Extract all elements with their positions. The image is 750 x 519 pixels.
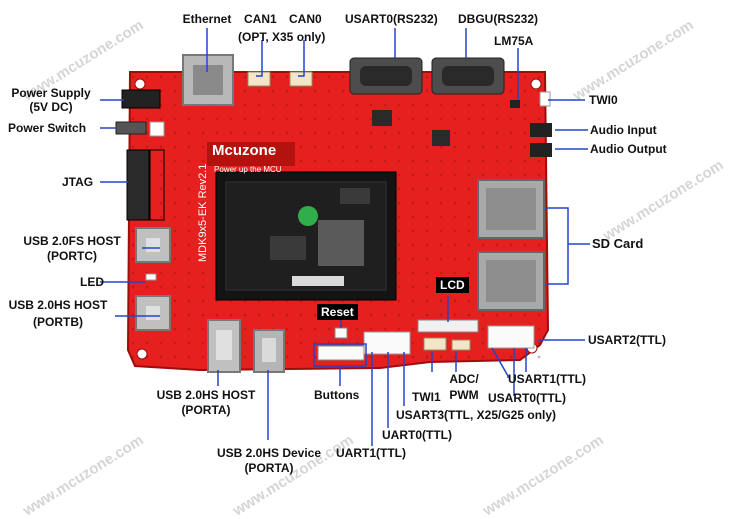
label-usart3-ttl: USART3(TTL, X25/G25 only) bbox=[396, 408, 557, 422]
label-led: LED bbox=[80, 275, 104, 289]
board-model: MDK9x5-EK Rev2.1 bbox=[197, 163, 209, 262]
power-switch bbox=[115, 121, 147, 135]
label-audio-input: Audio Input bbox=[590, 123, 657, 137]
board-tagline: Power up the MCU bbox=[214, 165, 282, 174]
label-lcd: LCD bbox=[436, 277, 469, 293]
label-usb-hs-device-port: (PORTA) bbox=[244, 461, 294, 475]
label-can-note: (OPT, X35 only) bbox=[238, 30, 326, 44]
label-lm75a: LM75A bbox=[494, 34, 534, 48]
audio-input-jack bbox=[530, 123, 552, 137]
label-ethernet: Ethernet bbox=[182, 12, 232, 26]
label-can0: CAN0 bbox=[289, 12, 322, 26]
label-adc: ADC/ bbox=[449, 372, 479, 386]
label-can1: CAN1 bbox=[244, 12, 277, 26]
label-usart0-rs232: USART0(RS232) bbox=[345, 12, 438, 26]
lm75a-chip bbox=[510, 100, 520, 108]
label-power-supply: Power Supply bbox=[11, 86, 91, 100]
label-usart0-ttl: USART0(TTL) bbox=[488, 391, 566, 405]
label-usb-hs-host-a: USB 2.0HS HOST bbox=[156, 388, 256, 402]
label-jtag: JTAG bbox=[62, 175, 94, 189]
label-uart1-ttl: UART1(TTL) bbox=[336, 446, 406, 460]
uart-headers-right bbox=[487, 325, 535, 349]
label-usb-hs-host-b: USB 2.0HS HOST bbox=[8, 298, 108, 312]
usb-hs-device-connector bbox=[253, 329, 285, 373]
can0-connector bbox=[289, 71, 313, 87]
logo-plate bbox=[207, 142, 295, 166]
jtag-header bbox=[126, 149, 150, 221]
uart-headers-left bbox=[363, 331, 411, 355]
buttons-block bbox=[317, 345, 365, 361]
usb-fs-host-connector bbox=[135, 227, 171, 263]
label-dbgu-rs232: DBGU(RS232) bbox=[458, 12, 539, 26]
label-usb-hs-device: USB 2.0HS Device bbox=[216, 446, 322, 460]
label-usb-hs-host-b-port: (PORTB) bbox=[33, 315, 83, 329]
twi0-header bbox=[539, 91, 551, 107]
label-usb-fs-host: USB 2.0FS HOST bbox=[23, 234, 121, 248]
label-usart2-ttl: USART2(TTL) bbox=[588, 333, 666, 347]
label-twi1: TWI1 bbox=[412, 390, 441, 404]
label-sd-card: SD Card bbox=[592, 236, 644, 251]
label-twi0: TWI0 bbox=[589, 93, 618, 107]
board-logo: Mcuzone bbox=[212, 142, 277, 159]
ethernet-connector bbox=[182, 54, 234, 106]
label-usb-hs-host-a-port: (PORTA) bbox=[181, 403, 231, 417]
label-usb-fs-host-port: (PORTC) bbox=[47, 249, 97, 263]
leader-lines bbox=[100, 28, 590, 446]
label-power-switch: Power Switch bbox=[8, 121, 87, 135]
label-audio-output: Audio Output bbox=[590, 142, 667, 156]
can1-connector bbox=[247, 71, 271, 87]
audio-output-jack bbox=[530, 143, 552, 157]
label-power-supply-voltage: (5V DC) bbox=[29, 100, 73, 114]
label-uart0-ttl: UART0(TTL) bbox=[382, 428, 452, 442]
power-jack bbox=[121, 89, 161, 109]
label-buttons: Buttons bbox=[314, 388, 360, 402]
label-pwm: PWM bbox=[449, 388, 479, 402]
reset-button bbox=[334, 327, 348, 339]
label-reset: Reset bbox=[317, 304, 358, 320]
led bbox=[145, 273, 157, 281]
label-usart1-ttl: USART1(TTL) bbox=[508, 372, 586, 386]
